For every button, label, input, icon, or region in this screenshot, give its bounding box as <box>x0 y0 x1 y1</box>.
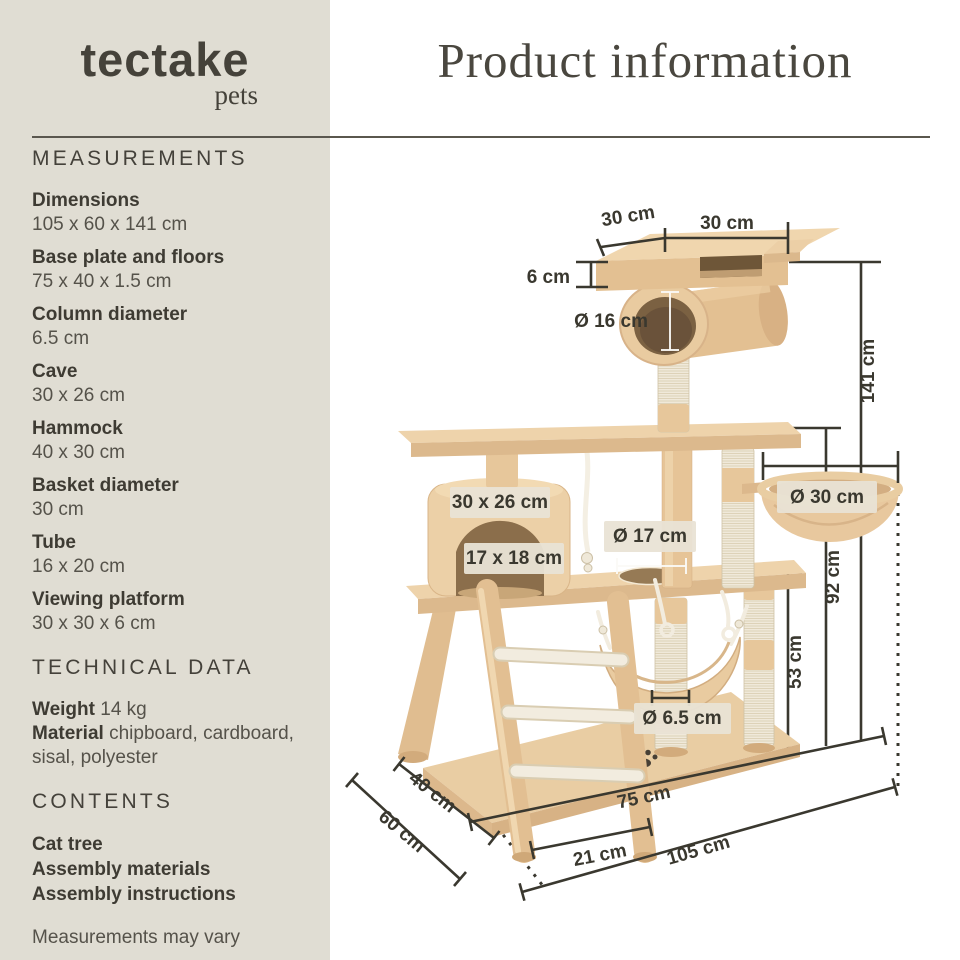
measurement-label: Cave <box>32 360 78 382</box>
dim-lower-height-label: 53 cm <box>785 635 806 689</box>
dim-cave-size: 30 x 26 cm <box>450 487 550 518</box>
measurement-label: Hammock <box>32 417 123 439</box>
measurement-value: 16 x 20 cm <box>32 555 125 577</box>
measurement-label: Tube <box>32 531 76 553</box>
measurement-value: 6.5 cm <box>32 327 90 349</box>
measurement-item: Hammock 40 x 30 cm <box>32 417 310 465</box>
measurement-value: 40 x 30 cm <box>32 441 125 463</box>
technical-data-heading: TECHNICAL DATA <box>32 655 254 679</box>
measurement-item: Dimensions 105 x 60 x 141 cm <box>32 189 310 237</box>
tube <box>619 280 788 366</box>
brand-name: tectake <box>80 33 250 86</box>
middle-platform <box>398 422 801 457</box>
cat-tree-illustration <box>398 228 903 863</box>
dim-total-width-label: 105 cm <box>665 832 733 870</box>
measurement-value: 105 x 60 x 141 cm <box>32 213 188 235</box>
dim-top-width: 30 cm <box>663 213 790 254</box>
measurement-item: Cave 30 x 26 cm <box>32 360 310 408</box>
dim-cave-opening-label: 17 x 18 cm <box>466 548 562 569</box>
measurement-item: Tube 16 x 20 cm <box>32 531 310 579</box>
play-ropes <box>653 578 737 642</box>
weight-label: Weight <box>32 698 95 720</box>
hanging-rope <box>581 444 593 573</box>
measurement-item: Column diameter 6.5 cm <box>32 303 310 351</box>
dim-cave-size-label: 30 x 26 cm <box>452 492 548 513</box>
dim-basket-diameter: Ø 30 cm <box>761 451 900 513</box>
brand-logo: tectake pets <box>0 36 330 111</box>
divider-line <box>32 136 930 138</box>
measurement-label: Viewing platform <box>32 588 185 610</box>
measurement-label: Base plate and floors <box>32 246 225 268</box>
brand-subtitle: pets <box>214 80 259 110</box>
dim-upper-height-label: 92 cm <box>823 550 844 604</box>
dim-ladder-offset-label: 21 cm <box>572 840 629 871</box>
dim-top-depth-label: 30 cm <box>600 202 656 231</box>
dim-basket-diameter-label: Ø 30 cm <box>790 487 864 508</box>
dim-hole-diameter-label: Ø 17 cm <box>613 526 687 547</box>
top-platform <box>596 228 840 291</box>
measurement-item: Basket diameter 30 cm <box>32 474 310 522</box>
dim-post-diameter: Ø 6.5 cm <box>634 690 731 734</box>
measurement-value: 30 x 26 cm <box>32 384 125 406</box>
measurement-item: Base plate and floors 75 x 40 x 1.5 cm <box>32 246 310 294</box>
product-diagram: 30 cm 30 cm 6 cm Ø 16 cm 141 cm 92 cm 53… <box>345 202 903 902</box>
dim-dotted-left <box>495 826 545 887</box>
page-title: Product information <box>437 33 853 88</box>
measurement-label: Dimensions <box>32 189 140 211</box>
sidebar: tectake pets MEASUREMENTS Dimensions 105… <box>0 0 330 960</box>
measurement-value: 75 x 40 x 1.5 cm <box>32 270 172 292</box>
ladder-rungs <box>492 646 646 784</box>
contents-item: Assembly materials <box>32 858 211 880</box>
contents-item: Assembly instructions <box>32 883 236 905</box>
dim-post-diameter-label: Ø 6.5 cm <box>642 708 721 729</box>
dim-tube-diameter: Ø 16 cm <box>574 291 679 351</box>
material-label: Material <box>32 722 104 744</box>
dim-total-depth-label: 60 cm <box>374 806 429 857</box>
dim-hole-diameter: Ø 17 cm <box>604 521 696 574</box>
weight-value: 14 kg <box>100 698 147 720</box>
contents-heading: CONTENTS <box>32 789 174 813</box>
sidebar-content: MEASUREMENTS Dimensions 105 x 60 x 141 c… <box>0 111 330 949</box>
dim-total-height-label: 141 cm <box>858 339 879 403</box>
disclaimer-note: Measurements may vary <box>32 926 241 948</box>
dim-platform-thickness: 6 cm <box>527 260 608 289</box>
measurement-value: 30 cm <box>32 498 84 520</box>
measurements-heading: MEASUREMENTS <box>32 146 248 170</box>
weight-line: Weight 14 kg <box>32 698 310 722</box>
ladder <box>476 579 657 863</box>
measurement-item: Viewing platform 30 x 30 x 6 cm <box>32 588 310 636</box>
measurement-label: Column diameter <box>32 303 188 325</box>
material-line: Material chipboard, cardboard, sisal, po… <box>32 722 310 770</box>
material-value: chipboard, cardboard, sisal, polyester <box>32 722 294 768</box>
dim-platform-thickness-label: 6 cm <box>527 267 570 288</box>
measurement-label: Basket diameter <box>32 474 179 496</box>
dim-tube-diameter-label: Ø 16 cm <box>574 311 648 332</box>
dim-cave-opening: 17 x 18 cm <box>464 543 564 574</box>
dim-top-width-label: 30 cm <box>700 213 754 234</box>
support-leg <box>398 598 458 763</box>
contents-item: Cat tree <box>32 833 103 855</box>
measurement-value: 30 x 30 x 6 cm <box>32 612 156 634</box>
